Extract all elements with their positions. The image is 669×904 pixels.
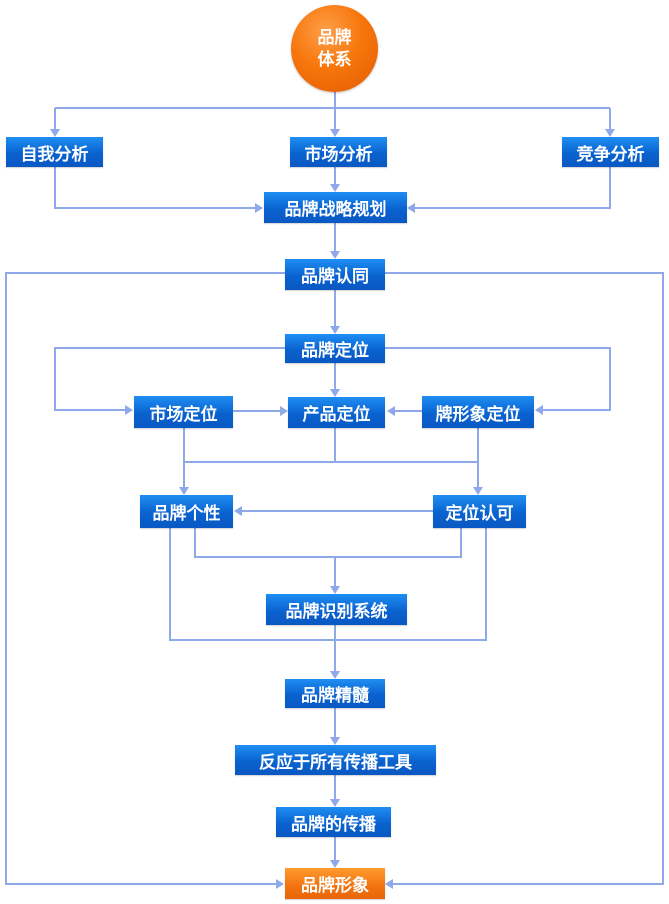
arrowhead	[330, 586, 340, 594]
node-apply-to-all-media: 反应于所有传播工具	[235, 745, 436, 775]
arrowhead	[605, 129, 615, 137]
arrowhead	[330, 389, 340, 397]
node-self-analysis: 自我分析	[6, 137, 103, 167]
arrowhead	[535, 405, 543, 415]
arrowhead	[255, 203, 263, 213]
connector	[5, 272, 285, 885]
root-label-line1: 品牌	[317, 27, 352, 48]
arrowhead	[280, 406, 288, 416]
arrowhead	[234, 506, 242, 516]
connector	[54, 167, 255, 209]
arrowhead	[407, 203, 415, 213]
root-node-brand-system: 品牌 体系	[291, 5, 378, 92]
arrowhead	[387, 406, 395, 416]
node-positioning-recognition: 定位认可	[433, 495, 526, 528]
node-brand-image-positioning: 牌形象定位	[422, 396, 534, 428]
arrowhead	[330, 860, 340, 868]
node-market-positioning: 市场定位	[134, 396, 233, 428]
node-brand-personality: 品牌个性	[140, 495, 233, 528]
node-product-positioning: 产品定位	[288, 397, 385, 428]
arrowhead	[330, 737, 340, 745]
node-brand-communication: 品牌的传播	[276, 807, 391, 837]
node-brand-strategy-planning: 品牌战略规划	[264, 192, 407, 223]
connector	[54, 347, 285, 411]
node-brand-essence: 品牌精髓	[285, 679, 385, 708]
root-label-line2: 体系	[317, 49, 352, 70]
arrowhead	[330, 799, 340, 807]
node-brand-positioning: 品牌定位	[285, 334, 385, 363]
connector	[194, 528, 462, 558]
arrowhead	[330, 129, 340, 137]
arrowhead	[330, 671, 340, 679]
node-competition-analysis: 竞争分析	[562, 137, 659, 167]
connector	[415, 167, 611, 209]
arrowhead	[385, 879, 393, 889]
node-brand-identity-system: 品牌识别系统	[266, 594, 407, 625]
arrowhead	[330, 251, 340, 259]
connector	[169, 528, 487, 641]
arrowhead	[179, 487, 189, 495]
arrowhead	[473, 487, 483, 495]
arrowhead	[125, 405, 133, 415]
arrowhead	[330, 184, 340, 192]
connector	[385, 347, 611, 411]
node-market-analysis: 市场分析	[290, 137, 387, 167]
arrowhead	[50, 129, 60, 137]
node-brand-image: 品牌形象	[285, 868, 385, 899]
connector	[385, 272, 664, 885]
arrowhead	[330, 326, 340, 334]
arrowhead	[276, 879, 284, 889]
node-brand-identity-acceptance: 品牌认同	[285, 259, 385, 290]
